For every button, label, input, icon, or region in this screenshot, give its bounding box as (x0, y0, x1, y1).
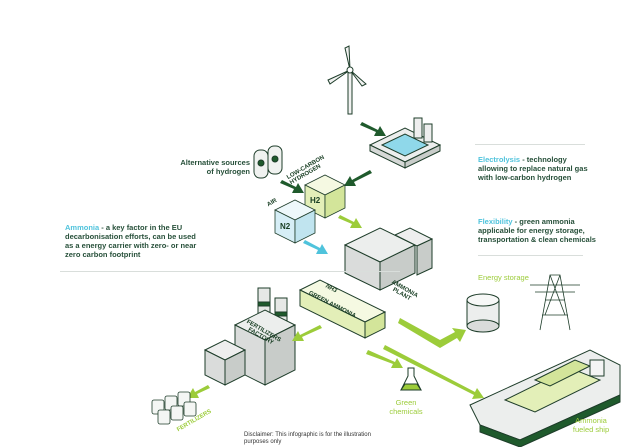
green-chemicals-label: Green chemicals (389, 398, 423, 416)
ammonia-ship-label: Ammonia fueled ship (572, 416, 610, 434)
arrow-nh3-to-factory (292, 325, 322, 341)
n2-label: N2 (280, 222, 291, 231)
flexibility-text: - green ammonia applicable for energy st… (478, 217, 596, 244)
h2-label: H2 (310, 196, 321, 205)
n2-cube (274, 199, 316, 244)
arrow-h2-to-plant (338, 215, 362, 228)
alt-sources-label: Alternative sources of hydrogen (180, 158, 250, 176)
fertilizer-bags-icon (151, 391, 197, 425)
arrow-factory-to-fertilizers (187, 385, 210, 398)
fertilizer-factory-icon (203, 287, 297, 386)
h2-cube (304, 174, 346, 219)
electrolysis-note: Electrolysis - technology allowing to re… (478, 155, 588, 182)
disclaimer: Disclaimer: This infographic is for the … (244, 432, 371, 445)
electrolyzer-icon (368, 117, 442, 169)
arrow-to-green-chemicals (366, 350, 403, 368)
flexibility-term: Flexibility (478, 217, 513, 226)
ammonia-ship-icon (469, 349, 621, 447)
arrow-alt-to-h2 (280, 180, 304, 193)
divider-right (478, 255, 583, 256)
arrow-n2-to-plant (303, 240, 328, 254)
arrow-wind-to-electrolyzer (360, 122, 386, 136)
arrow-to-ship (383, 345, 484, 399)
divider-top (475, 144, 585, 145)
energy-storage-label: Energy storage (478, 273, 529, 282)
flexibility-note: Flexibility - green ammonia applicable f… (478, 217, 603, 244)
hydrogen-tanks-icon (253, 145, 283, 179)
ammonia-term: Ammonia (65, 223, 100, 232)
power-pylon-icon (530, 274, 580, 331)
electrolysis-text: - technology allowing to replace natural… (478, 155, 588, 182)
ammonia-note: Ammonia - a key factor in the EU decarbo… (65, 223, 200, 259)
storage-tank-icon (466, 293, 500, 333)
divider-middle (60, 271, 400, 272)
arrow-to-energy-storage (398, 318, 466, 348)
wind-turbine-icon (327, 45, 367, 115)
nh3-container (298, 279, 387, 339)
arrow-electrolyzer-to-h2 (344, 170, 372, 186)
flask-icon (400, 367, 422, 391)
ammonia-plant-icon (343, 227, 434, 291)
ammonia-text: - a key factor in the EU decarbonisation… (65, 223, 197, 259)
electrolysis-term: Electrolysis (478, 155, 521, 164)
